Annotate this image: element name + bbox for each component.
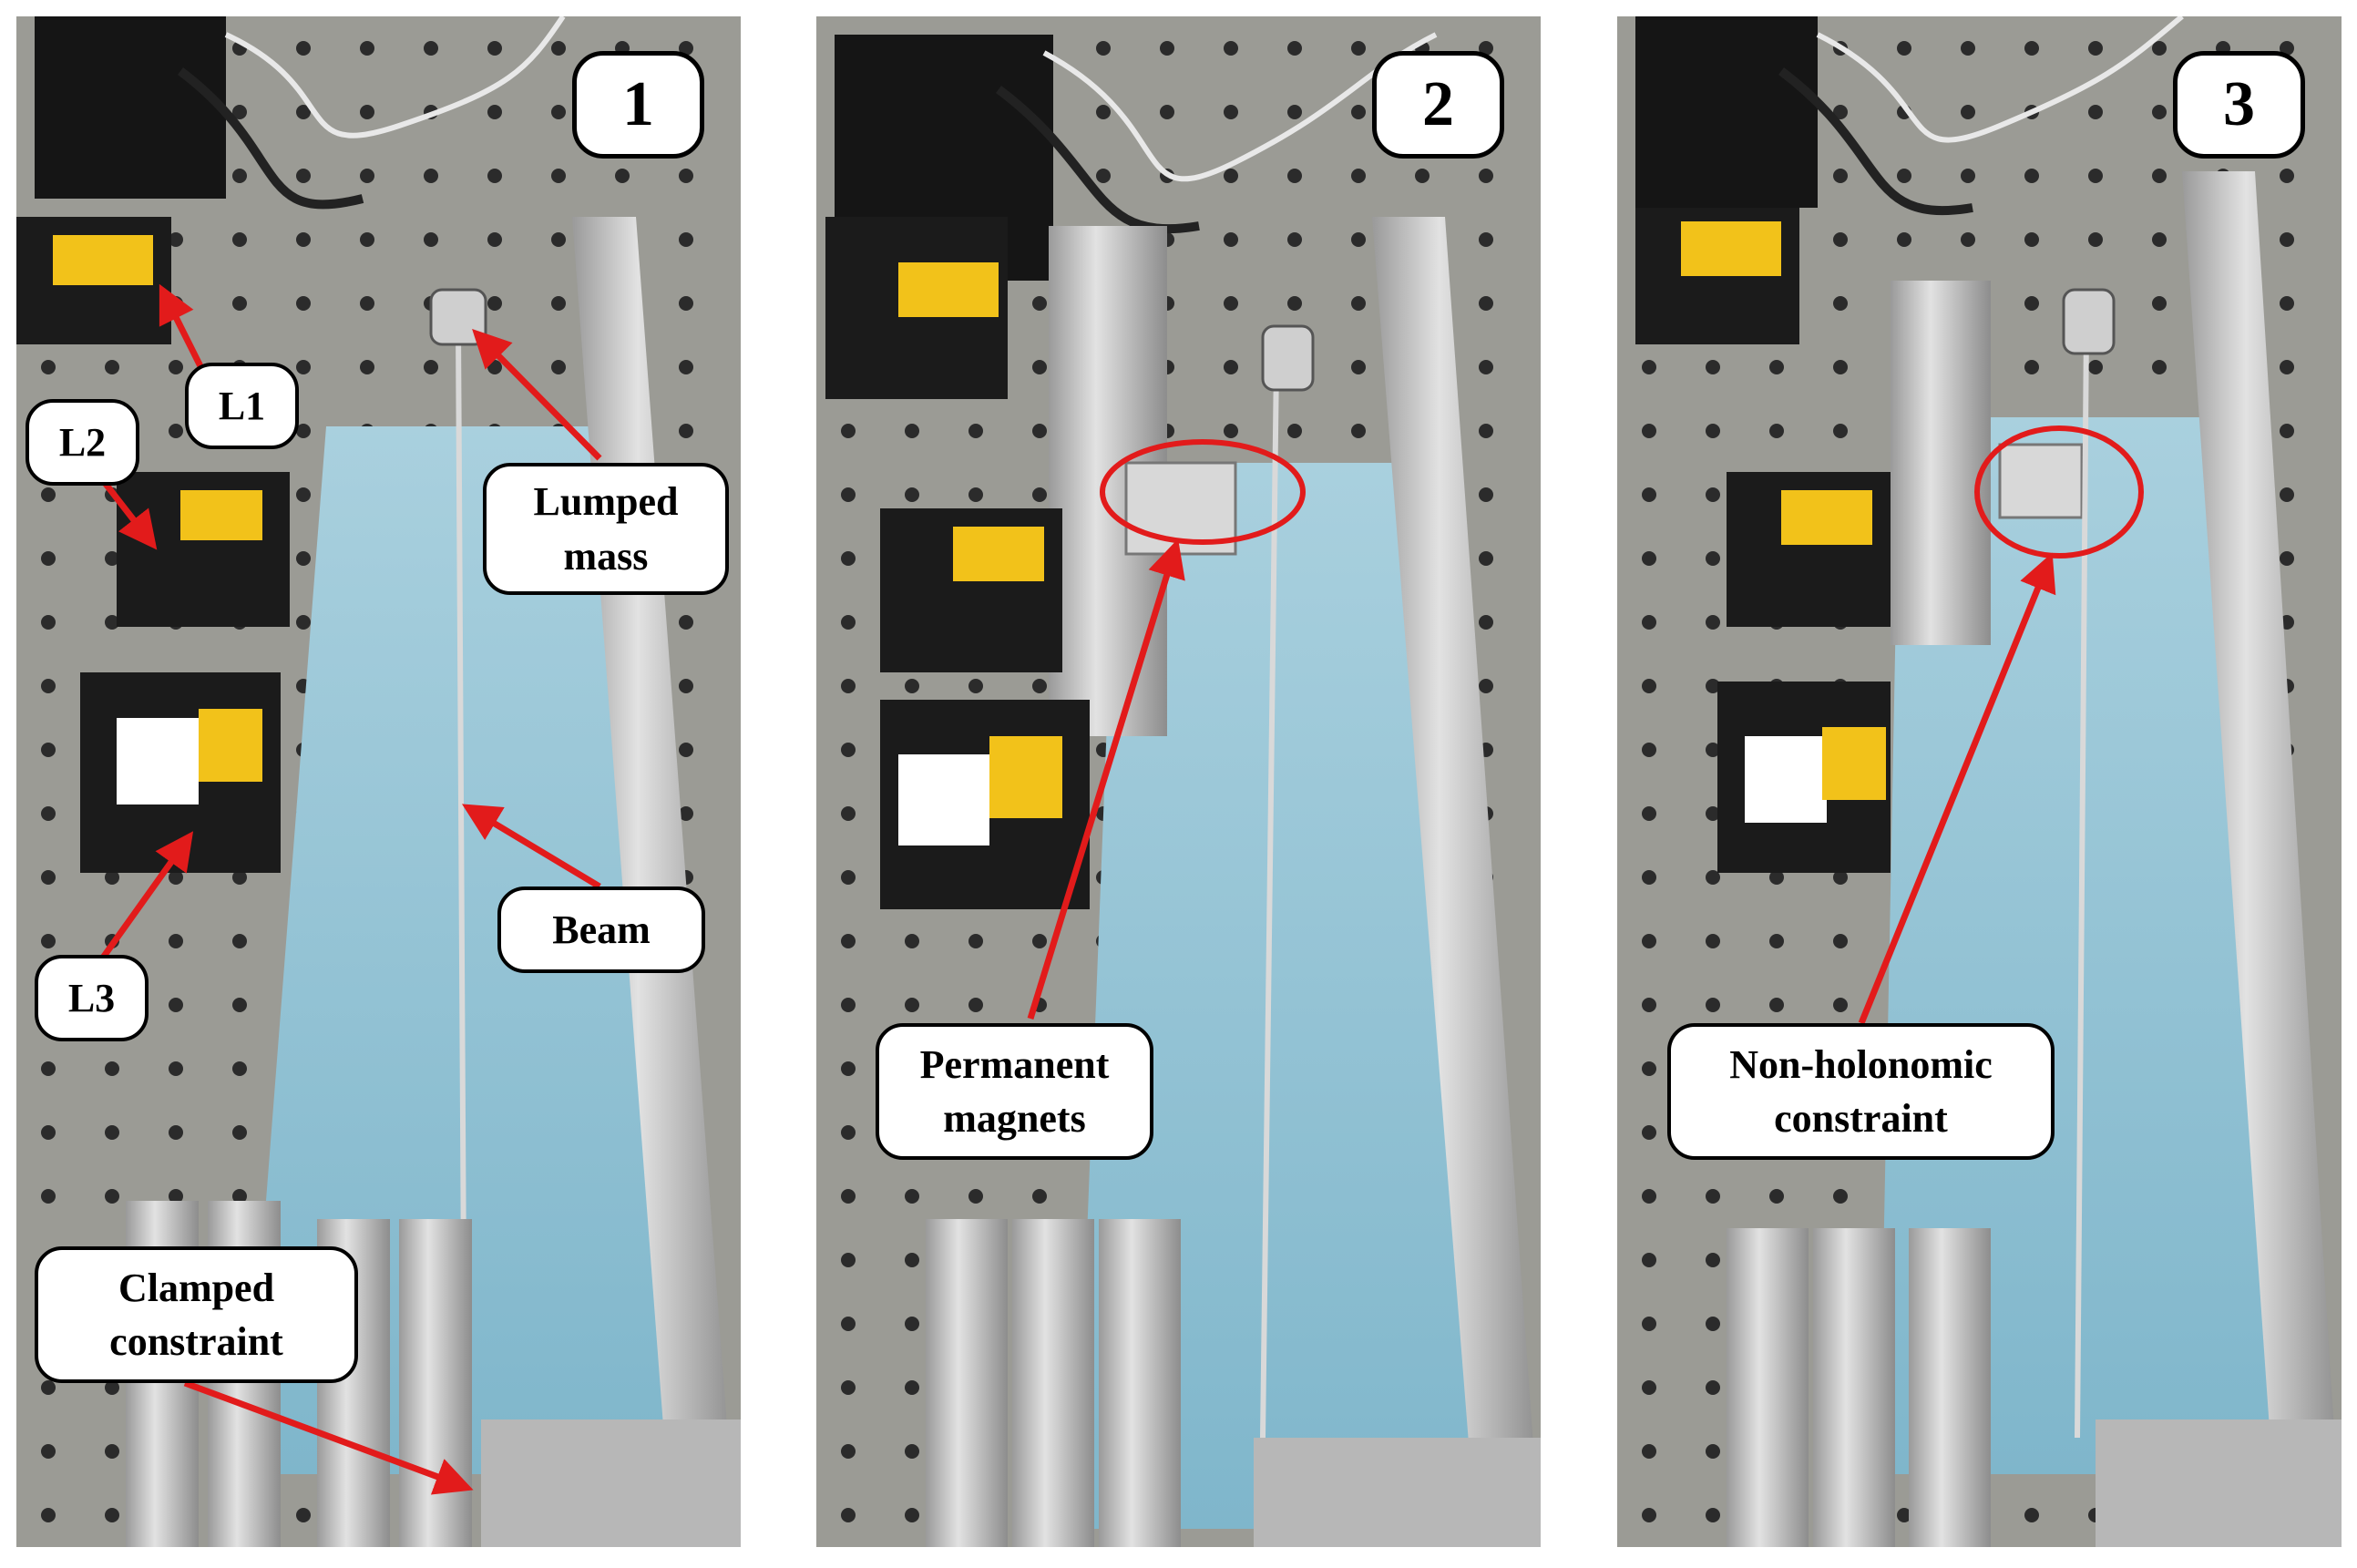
label-permanent-magnets: Permanent magnets <box>876 1023 1153 1160</box>
label-beam: Beam <box>497 886 705 973</box>
panel-number-badge: 3 <box>2173 51 2305 159</box>
photo-panel-1: 1 L1 L2 L3 Lumped mass Beam Clamped cons… <box>16 16 741 1547</box>
label-l1: L1 <box>185 363 299 449</box>
label-lumped-mass: Lumped mass <box>483 463 729 595</box>
photo-scene-3 <box>1617 16 2342 1547</box>
photo-panel-3: 3 Non-holonomic constraint <box>1617 16 2342 1547</box>
label-l2: L2 <box>26 399 139 486</box>
label-l3: L3 <box>35 955 149 1041</box>
panel-number-badge: 1 <box>572 51 704 159</box>
label-nonholonomic-constraint: Non-holonomic constraint <box>1667 1023 2055 1160</box>
panel-number-badge: 2 <box>1372 51 1504 159</box>
photo-panel-2: 2 Permanent magnets <box>816 16 1541 1547</box>
photo-scene-2 <box>816 16 1541 1547</box>
label-clamped-constraint: Clamped constraint <box>35 1246 358 1383</box>
